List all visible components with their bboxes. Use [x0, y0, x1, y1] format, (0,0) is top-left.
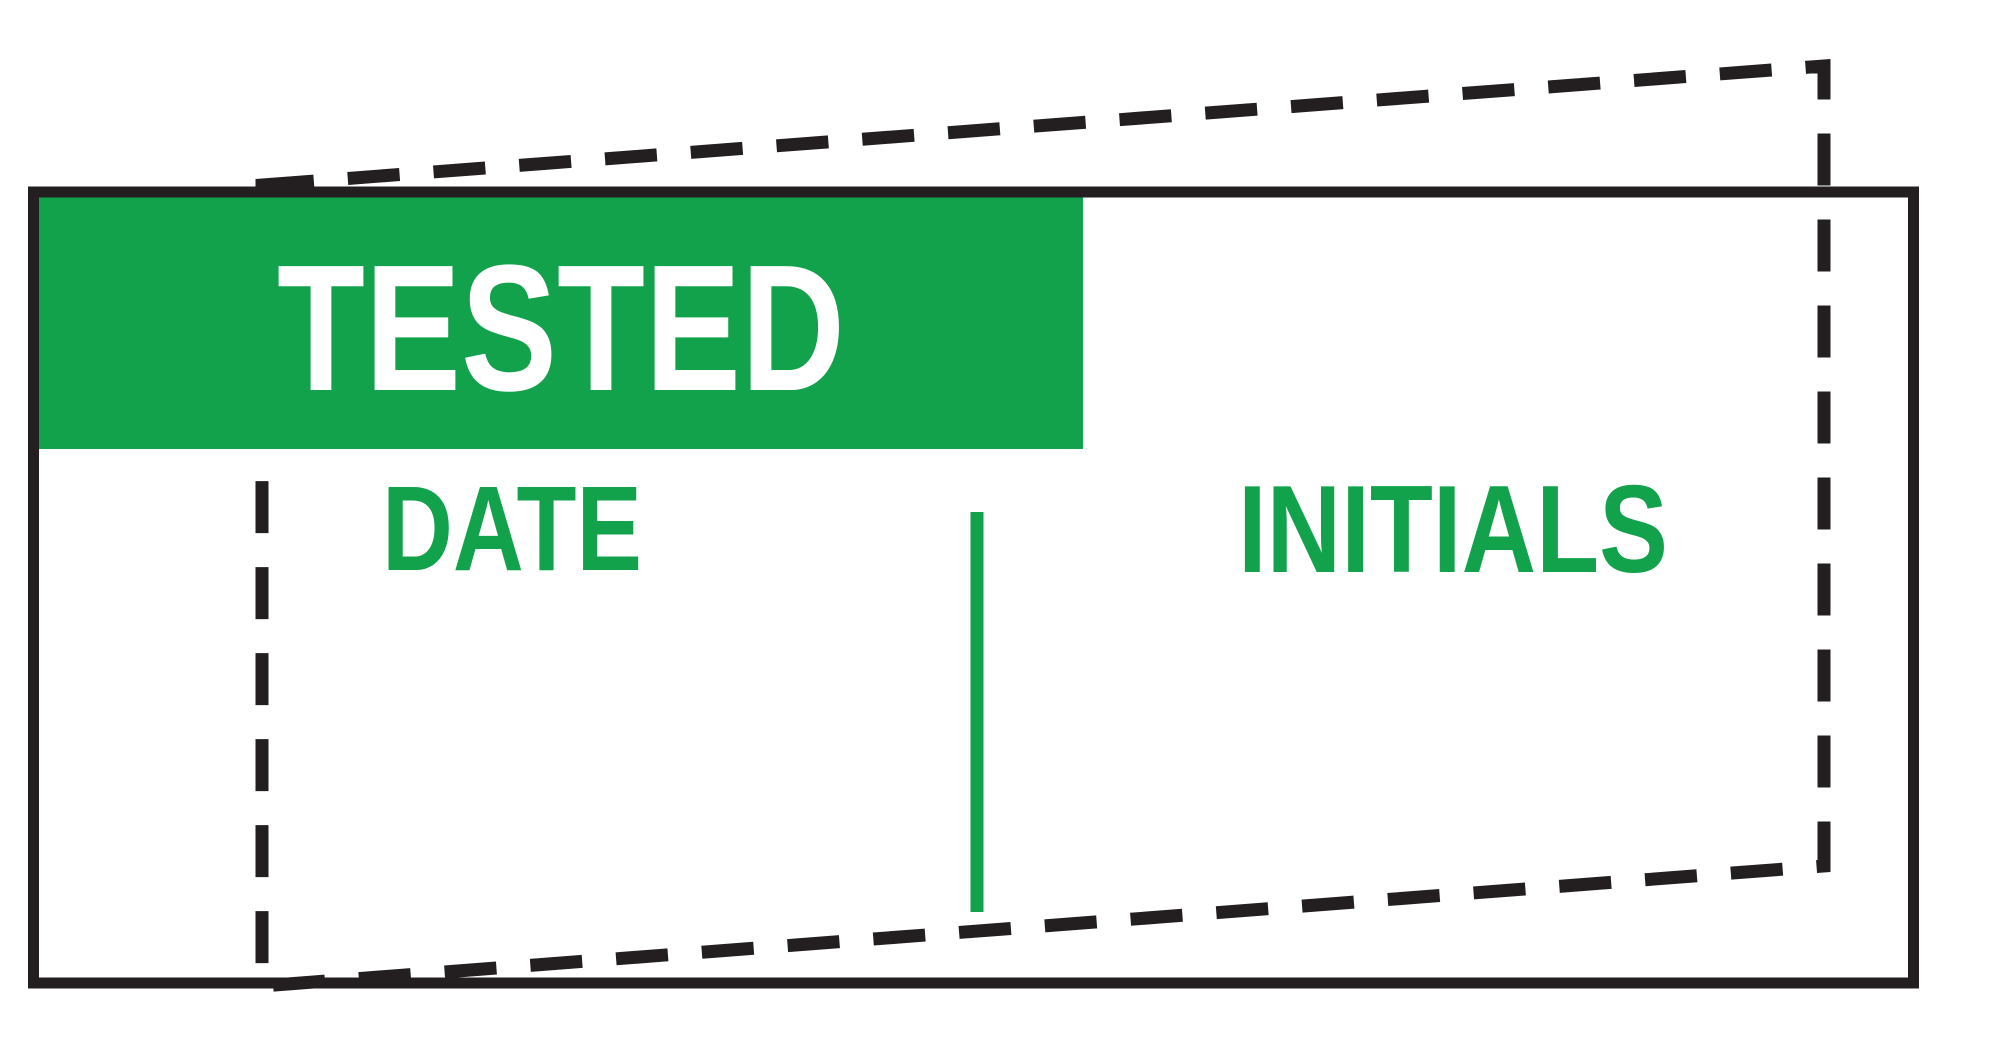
die-cut-dashed-outline — [255, 58, 1831, 994]
header-bar — [33, 196, 1083, 449]
date-field-label: DATE — [382, 460, 642, 596]
initials-field-label: INITIALS — [1238, 461, 1668, 599]
header-title: TESTED — [277, 228, 845, 429]
label-border — [28, 186, 1919, 989]
